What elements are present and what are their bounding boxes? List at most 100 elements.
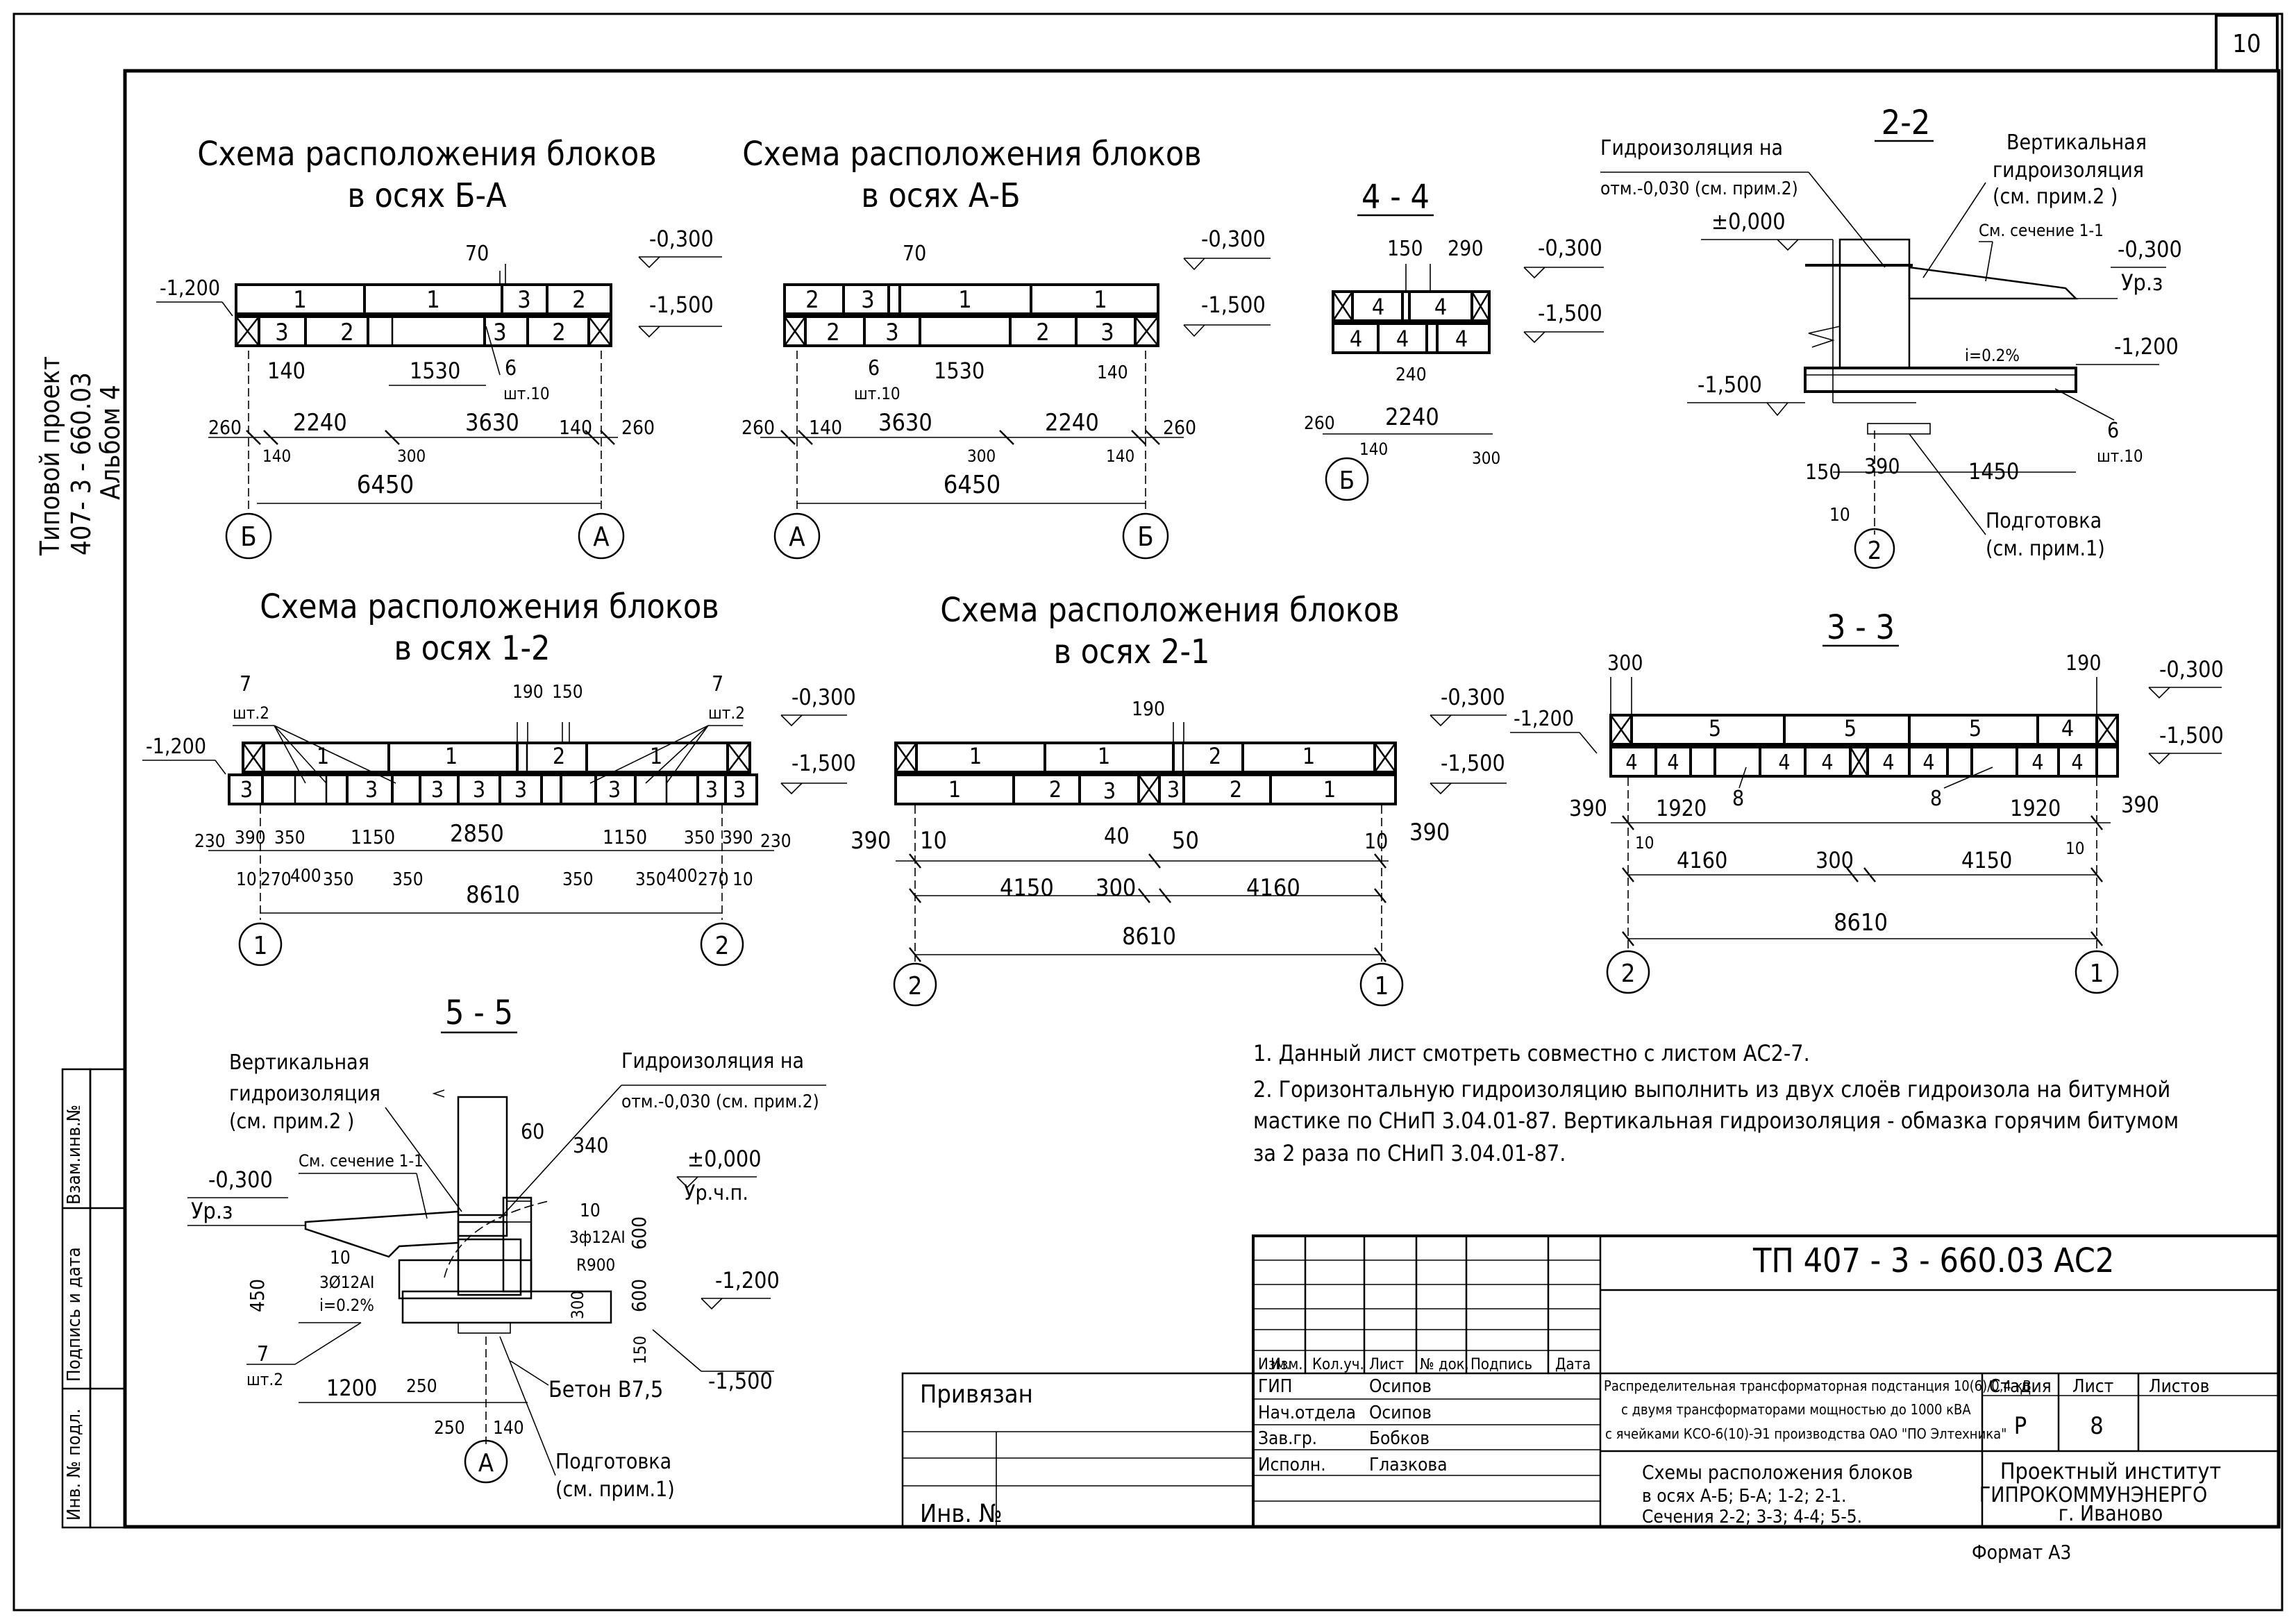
label-titles-s22: 2-2 bbox=[1882, 103, 1931, 142]
label-dims-d3630: 3630 bbox=[465, 409, 519, 437]
label-title_block-podpis: Подпись bbox=[1470, 1356, 1532, 1373]
label-dims-d2850: 2850 bbox=[450, 820, 504, 848]
label-dims-d390: 390 bbox=[722, 828, 753, 848]
label-dims-d70: 70 bbox=[903, 242, 926, 266]
label-blocks-b2: 2 bbox=[805, 286, 819, 314]
label-annotations-beton: Бетон В7,5 bbox=[548, 1376, 663, 1403]
label-dims-d350: 350 bbox=[562, 869, 594, 890]
label-dims-d2240: 2240 bbox=[293, 409, 347, 437]
label-dims-d600: 600 bbox=[628, 1216, 651, 1250]
label-title_block-stadia_h: Стадия bbox=[1989, 1376, 2052, 1397]
label-dims-d1530: 1530 bbox=[410, 358, 460, 384]
label-title_block-inst2: ГИПРОКОММУНЭНЕРГО bbox=[1979, 1483, 2207, 1507]
label-dims-d6: 6 bbox=[505, 356, 517, 380]
label-blocks-b4: 4 bbox=[2071, 751, 2083, 775]
label-dims-d260: 260 bbox=[1304, 413, 1335, 434]
label-dims-d6: 6 bbox=[2107, 419, 2119, 443]
label-annotations-otm: отм.-0,030 (см. прим.2) bbox=[1600, 178, 1798, 199]
label-dims-d400: 400 bbox=[290, 866, 321, 887]
label-dims-d8610: 8610 bbox=[1122, 923, 1176, 951]
label-dims-d260: 260 bbox=[741, 416, 775, 439]
label-dims-d1530: 1530 bbox=[934, 358, 984, 384]
label-dims-sht2: шт.2 bbox=[708, 703, 745, 723]
label-dims-d140: 140 bbox=[1097, 362, 1128, 383]
label-title_block-roles-3: Исполн. bbox=[1258, 1455, 1326, 1475]
label-dims-d10: 10 bbox=[2065, 839, 2084, 858]
label-dims-d6: 6 bbox=[868, 356, 880, 380]
label-blocks-b3: 3 bbox=[365, 776, 378, 803]
label-levels-slope: i=0.2% bbox=[319, 1296, 374, 1315]
label-dims-d4150: 4150 bbox=[1961, 847, 2012, 873]
label-blocks-b3: 3 bbox=[885, 319, 898, 346]
label-levels-m1500: -1,500 bbox=[791, 750, 856, 776]
section-5-5: 5 - 5 Вертикальная гидроизоляция (см. пр… bbox=[187, 994, 826, 1502]
label-annotations-podg1: Подготовка bbox=[555, 1450, 671, 1474]
label-axes-b: Б bbox=[1339, 467, 1355, 495]
label-titles-two_one_1: Схема расположения блоков bbox=[940, 591, 1399, 630]
label-title_block-kol: Кол.уч. bbox=[1312, 1356, 1364, 1373]
label-levels-m0300: -0,300 bbox=[791, 684, 856, 710]
label-axes-one: 1 bbox=[1375, 972, 1389, 1001]
label-dims-d190: 190 bbox=[2065, 651, 2102, 676]
label-dims-d3f12: 3ф12АI bbox=[569, 1228, 626, 1247]
label-blocks-b3: 3 bbox=[493, 319, 506, 346]
note-2a: 2. Горизонтальную гидроизоляцию выполнит… bbox=[1253, 1076, 2170, 1103]
label-dims-d600: 600 bbox=[628, 1279, 651, 1312]
label-annotations-vert2: гидроизоляция bbox=[1993, 158, 2144, 183]
label-dims-d6450: 6450 bbox=[357, 471, 414, 499]
label-title_block-names-2: Бобков bbox=[1369, 1428, 1430, 1449]
label-dims-d1920: 1920 bbox=[2010, 795, 2061, 821]
title-b-a-2: в осях Б-А bbox=[347, 176, 507, 215]
label-blocks-b2: 2 bbox=[1036, 319, 1049, 346]
label-dims-d260: 260 bbox=[208, 416, 242, 439]
label-dims-d1200: 1200 bbox=[326, 1375, 377, 1401]
label-dims-d10: 10 bbox=[732, 869, 753, 890]
label-blocks-b1: 1 bbox=[1098, 743, 1110, 769]
label-blocks-b4: 4 bbox=[1372, 294, 1384, 320]
label-dims-d10: 10 bbox=[580, 1200, 601, 1221]
label-blocks-b4: 4 bbox=[1434, 294, 1447, 320]
label-axes-two: 2 bbox=[1621, 960, 1636, 988]
label-annotations-podg2: (см. прим.1) bbox=[1986, 537, 2105, 561]
label-title_block-sheet1: Схемы расположения блоков bbox=[1642, 1461, 1913, 1484]
scheme-a-b: Схема расположения блоков в осях А-Б 2 3… bbox=[741, 135, 1271, 560]
label-levels-m1500: -1,500 bbox=[1698, 371, 1762, 398]
label-dims-d3012: 3Ø12АI bbox=[319, 1273, 374, 1292]
label-titles-a_b_2: в осях А-Б bbox=[861, 176, 1020, 215]
label-dims-d10: 10 bbox=[1635, 833, 1654, 853]
label-levels-m1500: -1,500 bbox=[649, 292, 714, 318]
label-axes-two: 2 bbox=[1868, 537, 1882, 565]
left-strip: Взам.инв.№ Подпись и дата Инв. № подл. bbox=[61, 1068, 126, 1529]
label-blocks-b2: 2 bbox=[553, 743, 565, 769]
label-dims-d250: 250 bbox=[406, 1376, 437, 1397]
label-dims-d50: 50 bbox=[1172, 827, 1199, 855]
label-dims-sht2: шт.2 bbox=[246, 1370, 283, 1389]
label-dims-d350: 350 bbox=[323, 869, 354, 890]
label-annotations-podg1: Подготовка bbox=[1986, 509, 2102, 533]
label-title_block-stadia: Р bbox=[2014, 1412, 2027, 1440]
label-annotations-vert3: (см. прим.2 ) bbox=[229, 1110, 354, 1134]
label-dims-d190: 190 bbox=[512, 682, 544, 703]
label-dims-d300: 300 bbox=[967, 446, 996, 466]
label-dims-d390: 390 bbox=[1569, 795, 1607, 821]
label-dims-d150: 150 bbox=[1387, 237, 1423, 261]
title-b-a-1: Схема расположения блоков bbox=[197, 135, 656, 174]
label-dims-r900: R900 bbox=[576, 1255, 615, 1275]
label-dims-d240: 240 bbox=[1396, 365, 1427, 385]
sheet-number: 10 bbox=[2232, 30, 2261, 58]
label-dims-d150: 150 bbox=[552, 682, 583, 703]
label-levels-m0300: -0,300 bbox=[1538, 235, 1602, 261]
label-blocks-b2: 2 bbox=[1049, 776, 1062, 803]
label-title_block-format: Формат А3 bbox=[1972, 1541, 2071, 1564]
label-dims-d70: 70 bbox=[465, 242, 489, 266]
label-dims-d350: 350 bbox=[392, 869, 424, 890]
label-title_block-roles-1: Нач.отдела bbox=[1258, 1403, 1356, 1423]
label-dims-d300: 300 bbox=[568, 1291, 587, 1319]
label-levels-m0300: -0,300 bbox=[1441, 684, 1505, 710]
label-dims-d2240: 2240 bbox=[1385, 403, 1439, 431]
tb-code: ТП 407 - 3 - 660.03 АС2 bbox=[1752, 1241, 2114, 1280]
label-titles-s33: 3 - 3 bbox=[1827, 608, 1895, 647]
label-levels-m0300: -0,300 bbox=[2159, 656, 2224, 683]
label-dims-d40: 40 bbox=[1104, 823, 1130, 849]
